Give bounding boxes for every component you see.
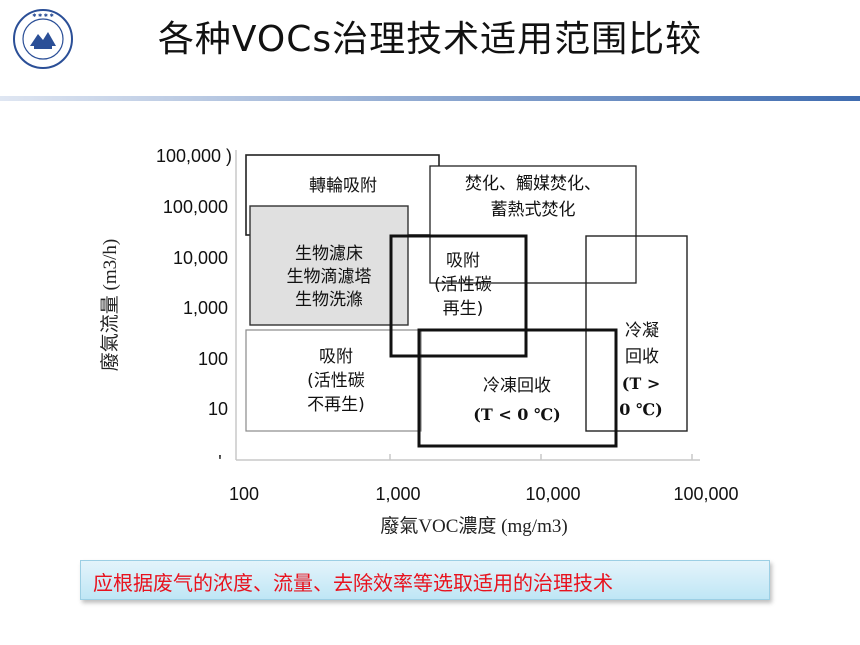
y-tick-label: 100 [198,349,228,369]
region-bio-box [249,205,409,326]
region-ads-nonregen-label: 吸附 (活性碳 不再生) [307,347,365,415]
y-tick-label: 10 [208,399,228,419]
x-tick-label: 100 [229,484,259,504]
svg-text:吸附: 吸附 [446,251,480,271]
x-tick-label: 10,000 [525,484,580,504]
svg-text:焚化、觸媒焚化、: 焚化、觸媒焚化、 [465,174,601,194]
svg-text:✱ ✱ ✱ ✱: ✱ ✱ ✱ ✱ [32,13,54,19]
x-axis-title: 廢氣VOC濃度 (mg/m3) [380,515,567,537]
region-cond-high-box [585,235,688,432]
y-tick-label: 10,000 [173,248,228,268]
region-incineration-label: 焚化、觸媒焚化、 蓄熱式焚化 [465,174,601,220]
y-tick-label: 1,000 [183,298,228,318]
svg-text:(T >: (T > [622,374,660,393]
x-tick-label: 1,000 [375,484,420,504]
region-ads-regen-label: 吸附 (活性碳 再生) [434,251,492,319]
svg-text:(T < 0 ℃): (T < 0 ℃) [473,405,560,424]
region-cond-low-label: 冷凍回收 (T < 0 ℃) [473,376,560,424]
svg-text:回收: 回收 [625,347,659,367]
region-cond-low-box [417,328,618,448]
svg-text:0 ℃): 0 ℃) [619,400,662,419]
university-logo: ✱ ✱ ✱ ✱ [13,9,73,69]
region-cond-high-label: 冷凝 回收 (T > 0 ℃) [619,321,662,419]
y-axis-title: 廢氣流量 (m3/h) [99,239,121,371]
svg-text:生物洗滌: 生物洗滌 [295,290,363,310]
svg-text:(活性碳: (活性碳 [307,371,365,391]
svg-text:蓄熱式焚化: 蓄熱式焚化 [491,200,576,220]
x-tick-label: 100,000 [673,484,738,504]
conclusion-text: 应根据废气的浓度、流量、去除效率等选取适用的治理技术 [93,571,613,595]
svg-text:冷凝: 冷凝 [625,321,659,341]
region-rotor-label: 轉輪吸附 [309,176,377,196]
svg-text:生物濾床: 生物濾床 [295,244,363,264]
page-title: 各种VOCs治理技术适用范围比较 [157,19,703,60]
region-ads-regen-box [389,234,528,358]
y-tick-label: 100,000 ) [156,146,232,166]
title-divider [0,96,860,101]
svg-text:(活性碳: (活性碳 [434,275,492,295]
region-ads-nonregen-box [245,329,422,432]
svg-text:生物滴濾塔: 生物滴濾塔 [287,267,372,287]
svg-text:再生): 再生) [443,299,484,319]
x-axis-ticks [389,454,693,460]
y-tick-label: 100,000 [163,197,228,217]
y-tick-label: ' [218,452,221,472]
svg-text:吸附: 吸附 [319,347,353,367]
region-incineration-box [429,165,637,284]
region-bio-label: 生物濾床 生物滴濾塔 生物洗滌 [287,244,372,310]
svg-text:轉輪吸附: 轉輪吸附 [309,176,377,196]
svg-text:冷凍回收: 冷凍回收 [483,376,551,396]
conclusion-banner: 应根据废气的浓度、流量、去除效率等选取适用的治理技术 [80,560,770,600]
svg-text:不再生): 不再生) [307,395,365,415]
